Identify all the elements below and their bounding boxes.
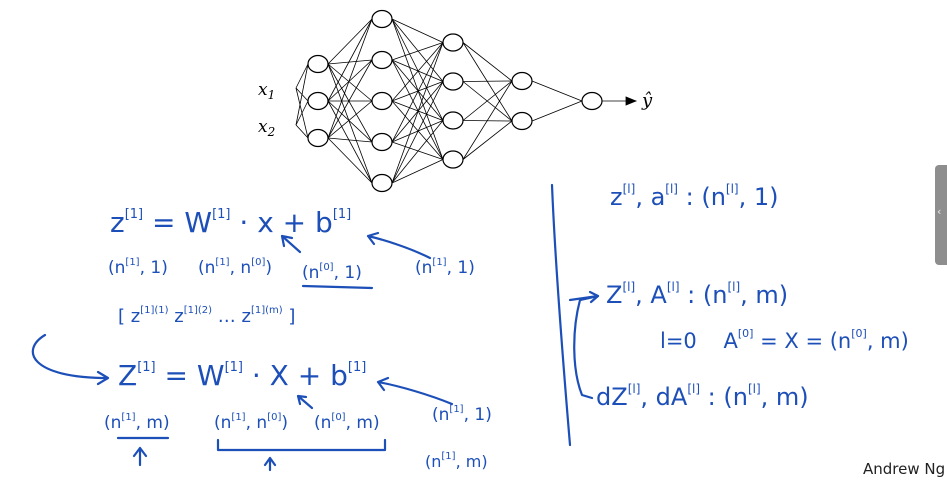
underline-z1-vec	[116, 436, 170, 467]
dim-x-single: (n[0], 1)	[302, 262, 362, 283]
edge-l1-3-0	[391, 42, 444, 143]
dim-gradients: dZ[l], dA[l] : (n[l], m)	[596, 382, 809, 411]
network-nodes	[307, 9, 603, 193]
node-layer4-1	[511, 71, 533, 91]
dim-b1-broadcast: (n[1], m)	[425, 451, 488, 471]
node-layer2-1	[371, 9, 393, 29]
node-layer4-2	[511, 111, 533, 131]
eq-vectorized: Z[1] = W[1] · X + b[1]	[118, 359, 366, 392]
node-layer2-4	[371, 132, 393, 152]
notes-left: z[1] = W[1] · x + b[1] (n[1], 1) (n[1], …	[31, 206, 492, 472]
arrow-to-x	[280, 234, 302, 254]
dim-x-vec: (n[0], m)	[314, 412, 380, 433]
node-layer3-2	[442, 72, 464, 91]
edge-l1-2-1	[391, 81, 444, 102]
edge-l1-2-2	[391, 100, 444, 121]
node-layer2-3	[371, 91, 393, 111]
node-layer3-4	[442, 150, 464, 169]
edge-l3-0-0	[531, 80, 583, 102]
underline-x-single	[301, 284, 374, 290]
node-layer5-1	[581, 91, 603, 111]
edge-l1-0-0	[391, 18, 444, 43]
dim-w1-single: (n[1], n[0])	[198, 257, 272, 278]
divider-line	[550, 183, 572, 447]
bracket-wx	[216, 438, 387, 472]
dim-b1-vec: (n[1], 1)	[432, 404, 492, 425]
edge-l1-3-3	[391, 141, 444, 160]
edge-l0-2-3	[327, 137, 373, 143]
edge-l2-3-1	[462, 120, 513, 160]
network-edges	[295, 18, 638, 184]
edge-input-1-1	[295, 100, 309, 126]
edge-l0-2-4	[327, 137, 373, 184]
edge-l0-0-1	[327, 59, 373, 65]
edge-l0-1-3	[327, 100, 373, 143]
edge-l0-0-2	[327, 63, 373, 102]
edge-l2-1-0	[462, 80, 513, 82]
output-arrowhead	[625, 96, 638, 106]
edge-l1-0-3	[391, 18, 444, 160]
edge-input-1-0	[295, 63, 309, 126]
edge-l0-1-1	[327, 59, 373, 102]
node-layer1-3	[307, 128, 329, 148]
node-layer3-1	[442, 33, 464, 52]
edge-input-1-2	[295, 124, 309, 139]
bracket-arrow-top	[568, 290, 600, 304]
edge-l1-0-1	[391, 18, 444, 82]
edge-l2-2-0	[462, 80, 513, 121]
dim-b1-single: (n[1], 1)	[415, 257, 475, 278]
node-layer2-5	[371, 173, 393, 193]
stack-arrow	[31, 333, 110, 386]
edge-l1-2-0	[391, 42, 444, 102]
edge-l1-0-2	[391, 18, 444, 121]
dim-z1-vec: (n[1], m)	[104, 412, 170, 433]
output-label: ŷ	[641, 90, 653, 111]
edge-l0-2-1	[327, 59, 373, 139]
chevron-left-icon: ‹	[937, 205, 942, 218]
edge-l2-3-0	[462, 80, 513, 160]
edge-l0-2-0	[327, 18, 373, 139]
edge-l0-0-0	[327, 18, 373, 65]
dim-vector-layer: Z[l], A[l] : (n[l], m)	[606, 280, 788, 309]
notes-right: z[l], a[l] : (n[l], 1) Z[l], A[l] : (n[l…	[568, 182, 909, 411]
node-layer3-3	[442, 111, 464, 130]
edge-l3-1-0	[531, 100, 583, 122]
node-layer1-2	[307, 91, 329, 111]
edge-l1-4-2	[391, 120, 444, 184]
dim-single-layer: z[l], a[l] : (n[l], 1)	[610, 182, 779, 211]
edge-l2-0-0	[462, 42, 513, 82]
edge-l1-1-2	[391, 59, 444, 121]
edge-l0-0-4	[327, 63, 373, 184]
edge-input-0-0	[295, 63, 309, 89]
edge-l1-2-3	[391, 100, 444, 160]
input-x1-label: x1	[258, 80, 275, 102]
node-layer1-1	[307, 54, 329, 74]
edge-l1-4-1	[391, 81, 444, 184]
edge-l1-1-0	[391, 42, 444, 61]
edge-l1-1-3	[391, 59, 444, 160]
edge-l0-1-4	[327, 100, 373, 184]
base-case-eq: l=0 A[0] = X = (n[0], m)	[660, 327, 909, 353]
arrow-to-X	[296, 394, 314, 410]
arrow-to-b	[366, 231, 432, 260]
edge-l1-4-3	[391, 159, 444, 184]
side-scroll-tab[interactable]: ‹	[935, 165, 947, 265]
edge-l2-0-1	[462, 42, 513, 122]
dim-w1-vec: (n[1], n[0])	[214, 412, 288, 433]
node-layer2-2	[371, 50, 393, 70]
dim-z1-single: (n[1], 1)	[108, 257, 168, 278]
edge-l0-0-3	[327, 63, 373, 143]
edge-l1-1-1	[391, 59, 444, 82]
input-x2-label: x2	[258, 117, 275, 139]
eq-single-example: z[1] = W[1] · x + b[1]	[110, 206, 351, 239]
edge-l1-4-0	[391, 42, 444, 184]
author-credit: Andrew Ng	[863, 460, 946, 478]
arrow-to-B	[376, 376, 454, 406]
bracket-same-dims	[573, 294, 600, 400]
edge-l0-2-2	[327, 100, 373, 139]
edge-l0-1-0	[327, 18, 373, 102]
stacked-z-columns: [ z[1](1) z[1](2) … z[1](m) ]	[118, 305, 295, 327]
edge-l1-3-2	[391, 120, 444, 143]
